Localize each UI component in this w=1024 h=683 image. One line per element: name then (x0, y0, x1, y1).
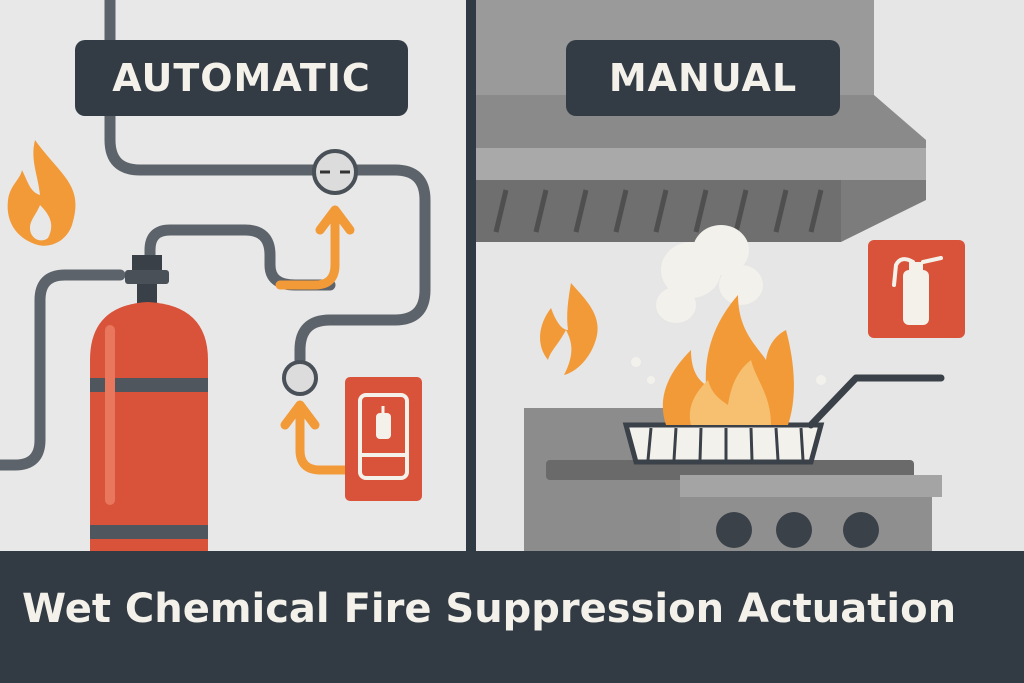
smoke (656, 225, 763, 323)
automatic-label: AUTOMATIC (75, 40, 408, 116)
pressure-gauge-icon (282, 360, 318, 396)
arrow-up-icon (275, 205, 355, 290)
manual-label: MANUAL (566, 40, 840, 116)
fire-extinguisher-icon (345, 377, 422, 501)
arrow-up-icon (280, 400, 350, 475)
piping (0, 0, 431, 471)
fryer-range (524, 408, 942, 555)
fire-extinguisher-icon (868, 240, 965, 338)
exhaust-hood (476, 0, 926, 242)
automatic-illustration (0, 0, 431, 555)
flame-icon (631, 295, 826, 425)
panel-divider (466, 0, 476, 555)
suppression-cylinder (90, 255, 208, 555)
footer-bar (0, 551, 1024, 683)
automatic-panel: AUTOMATIC (0, 0, 466, 555)
pressure-gauge-icon (312, 149, 358, 195)
flame-icon (540, 283, 598, 375)
footer-title: Wet Chemical Fire Suppression Actuation (22, 586, 957, 632)
flame-icon (7, 140, 76, 246)
manual-panel: MANUAL (476, 0, 1024, 555)
